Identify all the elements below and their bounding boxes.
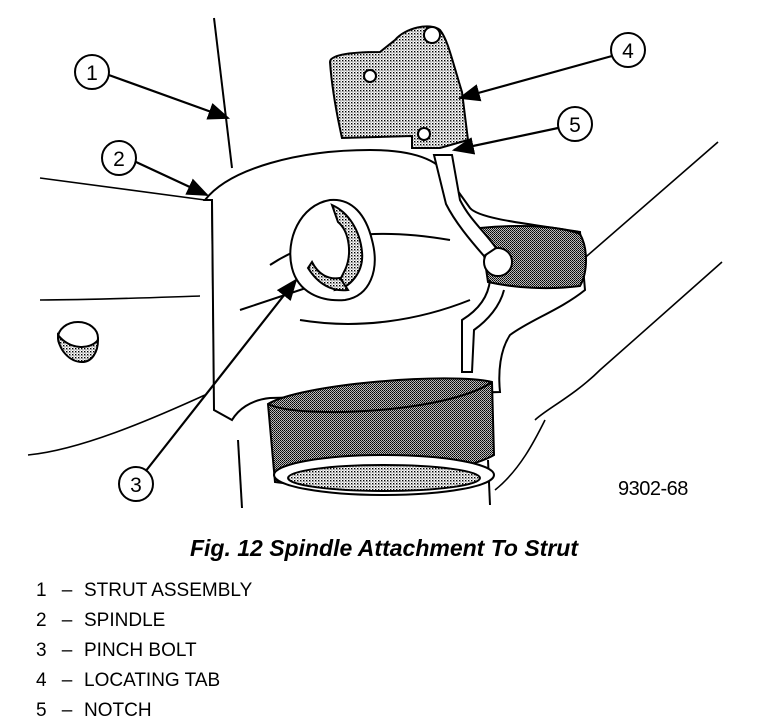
callout-3: 3: [118, 466, 154, 502]
legend-dash: –: [61, 670, 73, 691]
background-lines: [27, 141, 723, 491]
legend-item: 1–STRUT ASSEMBLY: [36, 576, 252, 606]
legend-item: 5–NOTCH: [36, 696, 252, 726]
strut-bottom-cylinder: [266, 377, 496, 496]
callout-4-label: 4: [622, 40, 634, 63]
legend-list: 1–STRUT ASSEMBLY 2–SPINDLE 3–PINCH BOLT …: [36, 576, 252, 726]
callout-5-label: 5: [569, 114, 581, 137]
callout-1: 1: [74, 54, 110, 90]
legend-number: 1: [36, 580, 47, 601]
legend-dash: –: [61, 610, 73, 631]
legend-label: STRUT ASSEMBLY: [84, 580, 253, 601]
legend-number: 4: [36, 670, 47, 691]
legend-item: 4–LOCATING TAB: [36, 666, 252, 696]
legend-number: 3: [36, 640, 47, 661]
legend-number: 5: [36, 700, 47, 721]
legend-dash: –: [61, 700, 73, 721]
legend-dash: –: [61, 640, 73, 661]
callout-4: 4: [610, 32, 646, 68]
strut-collar-opening: [289, 198, 376, 302]
leader-lines: [105, 54, 613, 473]
locating-tab: [328, 25, 505, 373]
callout-3-label: 3: [130, 474, 142, 497]
legend-number: 2: [36, 610, 47, 631]
spindle-strut-illustration: 1 2 3 4 5: [27, 17, 723, 509]
legend-label: NOTCH: [84, 700, 152, 721]
figure-number: 9302-68: [618, 478, 688, 500]
legend-label: SPINDLE: [84, 610, 166, 631]
legend-item: 3–PINCH BOLT: [36, 636, 252, 666]
legend-label: PINCH BOLT: [84, 640, 197, 661]
callout-1-label: 1: [86, 62, 98, 85]
figure-caption: Fig. 12 Spindle Attachment To Strut: [189, 535, 579, 561]
spindle-boss: [478, 225, 587, 290]
callout-2: 2: [101, 140, 137, 176]
callout-2-label: 2: [113, 148, 125, 171]
legend-dash: –: [61, 580, 73, 601]
pinch-bolt-head: [56, 321, 100, 364]
callout-5: 5: [557, 106, 593, 142]
legend-item: 2–SPINDLE: [36, 606, 252, 636]
legend-label: LOCATING TAB: [84, 670, 221, 691]
